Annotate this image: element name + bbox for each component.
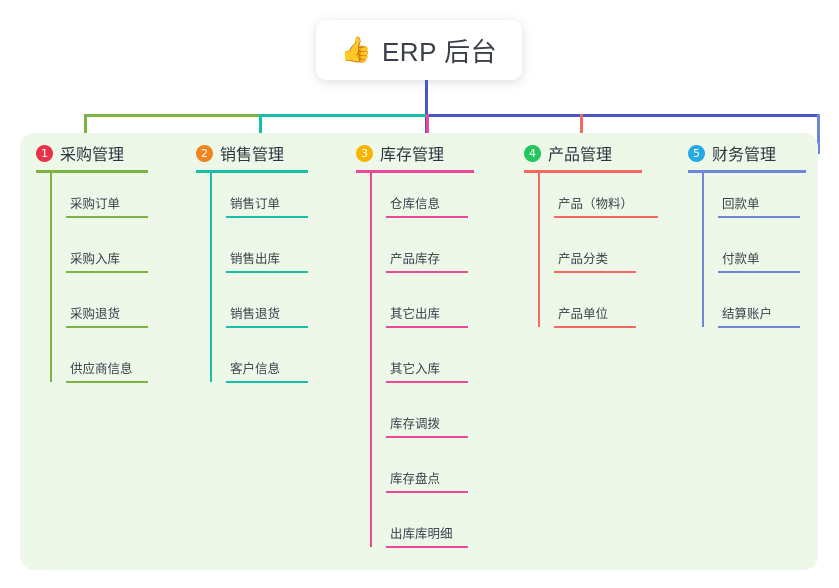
branch-header-rule [196,170,308,173]
leaf-node-label: 客户信息 [230,362,281,376]
leaf-node-rule [386,436,468,438]
branch-title: 产品管理 [548,147,613,164]
branch-index-badge: 4 [524,144,541,162]
thumbs-up-icon: 👍 [340,35,372,64]
branch-title: 财务管理 [712,147,777,164]
leaf-node[interactable]: 仓库信息 [386,193,468,218]
leaf-node-rule [386,491,468,493]
leaf-node[interactable]: 库存调拨 [386,413,468,438]
leaf-node[interactable]: 供应商信息 [66,358,148,383]
branch-spine [370,172,372,547]
leaf-node-label: 付款单 [722,252,760,266]
leaf-node-label: 销售出库 [230,252,281,266]
branch-header-rule [36,170,148,173]
leaf-node[interactable]: 产品分类 [554,248,636,273]
leaf-node[interactable]: 采购入库 [66,248,148,273]
leaf-node[interactable]: 销售退货 [226,303,308,328]
leaf-node-rule [226,381,308,383]
leaf-node-label: 采购退货 [70,307,121,321]
branch-title: 销售管理 [220,147,285,164]
branch-spine [702,172,704,327]
branch-header-2[interactable]: 2 销售管理 [196,141,284,165]
leaf-node-label: 供应商信息 [70,362,133,376]
leaf-node[interactable]: 其它入库 [386,358,468,383]
root-node-title: ERP 后台 [381,36,498,67]
leaf-node-rule [718,326,800,328]
leaf-node[interactable]: 出库库明细 [386,523,468,548]
leaf-node-label: 产品（物料） [558,197,634,211]
branch-header-3[interactable]: 3 库存管理 [356,141,444,165]
leaf-node-label: 采购订单 [70,197,121,211]
leaf-node-rule [226,271,308,273]
branch-spine [50,172,52,382]
branch-header-rule [356,170,474,173]
leaf-node[interactable]: 销售出库 [226,248,308,273]
leaf-node[interactable]: 结算账户 [718,303,800,328]
leaf-node-rule [226,216,308,218]
leaf-node-rule [718,216,800,218]
leaf-node-rule [554,326,636,328]
leaf-node-label: 库存盘点 [390,472,441,486]
leaf-node-label: 采购入库 [70,252,121,266]
leaf-node[interactable]: 回款单 [718,193,800,218]
leaf-node-rule [386,216,468,218]
branch-header-rule [524,170,642,173]
branch-title: 采购管理 [60,147,125,164]
leaf-node-label: 库存调拨 [390,417,441,431]
leaf-node-rule [554,216,658,218]
leaf-node-label: 产品单位 [558,307,609,321]
branch-index-badge: 5 [688,144,705,162]
leaf-node-label: 销售订单 [230,197,281,211]
leaf-node-rule [386,381,468,383]
branch-header-rule [688,170,806,173]
leaf-node-rule [226,326,308,328]
branch-drop-5 [817,114,820,154]
leaf-node-rule [386,546,468,548]
leaf-node-rule [386,326,468,328]
branch-header-4[interactable]: 4 产品管理 [524,141,612,165]
branch-index-badge: 1 [36,144,53,162]
branches-panel: 1 采购管理采购订单采购入库采购退货供应商信息 2 销售管理销售订单销售出库销售退货客… [20,133,818,570]
leaf-node-label: 产品库存 [390,252,441,266]
leaf-node-rule [386,271,468,273]
branch-header-5[interactable]: 5 财务管理 [688,141,776,165]
leaf-node[interactable]: 库存盘点 [386,468,468,493]
leaf-node-label: 产品分类 [558,252,609,266]
leaf-node-label: 销售退货 [230,307,281,321]
leaf-node[interactable]: 产品（物料） [554,193,658,218]
branch-header-1[interactable]: 1 采购管理 [36,141,124,165]
leaf-node-label: 其它入库 [390,362,441,376]
branch-title: 库存管理 [380,147,445,164]
bus-segment-3 [426,114,818,117]
leaf-node[interactable]: 付款单 [718,248,800,273]
leaf-node-rule [554,271,636,273]
bus-segment-1 [84,114,259,117]
leaf-node-rule [66,381,148,383]
leaf-node-rule [66,216,148,218]
leaf-node-label: 回款单 [722,197,760,211]
bus-segment-2 [259,114,426,117]
leaf-node-rule [66,271,148,273]
leaf-node[interactable]: 采购退货 [66,303,148,328]
leaf-node-rule [718,271,800,273]
leaf-node-label: 其它出库 [390,307,441,321]
leaf-node[interactable]: 其它出库 [386,303,468,328]
root-node[interactable]: 👍 ERP 后台 [316,20,522,80]
leaf-node[interactable]: 销售订单 [226,193,308,218]
leaf-node-label: 结算账户 [722,307,773,321]
leaf-node[interactable]: 客户信息 [226,358,308,383]
leaf-node[interactable]: 产品库存 [386,248,468,273]
root-trunk-connector [425,80,428,136]
leaf-node[interactable]: 采购订单 [66,193,148,218]
leaf-node-rule [66,326,148,328]
leaf-node-label: 仓库信息 [390,197,441,211]
branch-spine [210,172,212,382]
branch-spine [538,172,540,327]
leaf-node[interactable]: 产品单位 [554,303,636,328]
leaf-node-label: 出库库明细 [390,527,453,541]
branch-index-badge: 2 [196,144,213,162]
branch-index-badge: 3 [356,144,373,162]
